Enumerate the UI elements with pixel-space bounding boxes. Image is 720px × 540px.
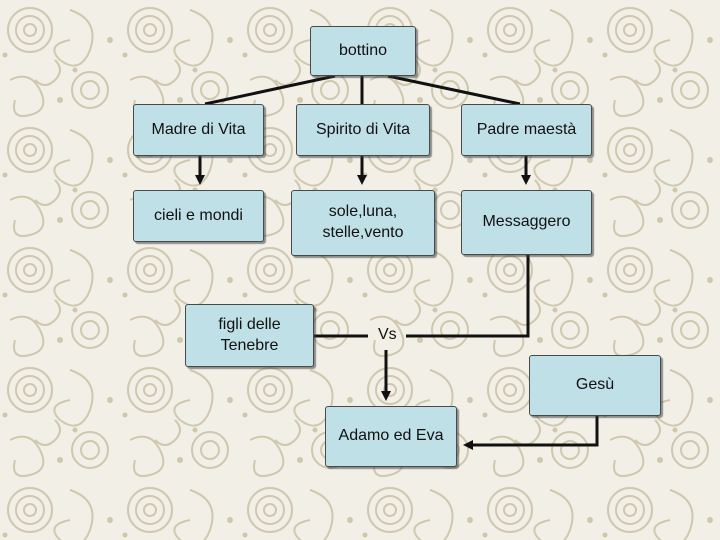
node-adamo-ed-eva: Adamo ed Eva bbox=[325, 406, 457, 467]
node-figli-delle-tenebre: figli delle Tenebre bbox=[185, 304, 314, 367]
versus-label: Vs bbox=[378, 326, 397, 343]
node-spirito-di-vita: Spirito di Vita bbox=[296, 104, 430, 156]
node-madre-di-vita: Madre di Vita bbox=[133, 104, 264, 156]
arrow-gesu-adamo bbox=[463, 416, 599, 450]
node-cieli-e-mondi: cieli e mondi bbox=[133, 190, 264, 242]
node-padre-maesta: Padre maestà bbox=[461, 104, 592, 156]
node-bottino: bottino bbox=[310, 26, 416, 76]
node-sole-luna-stelle-vento: sole,luna, stelle,vento bbox=[291, 190, 435, 256]
node-messaggero: Messaggero bbox=[461, 190, 592, 255]
connector-root-madre bbox=[204, 74, 336, 106]
connector-root-padre bbox=[387, 74, 521, 106]
connector-messaggero-vs bbox=[406, 255, 530, 338]
node-gesu: Gesù bbox=[529, 355, 661, 416]
